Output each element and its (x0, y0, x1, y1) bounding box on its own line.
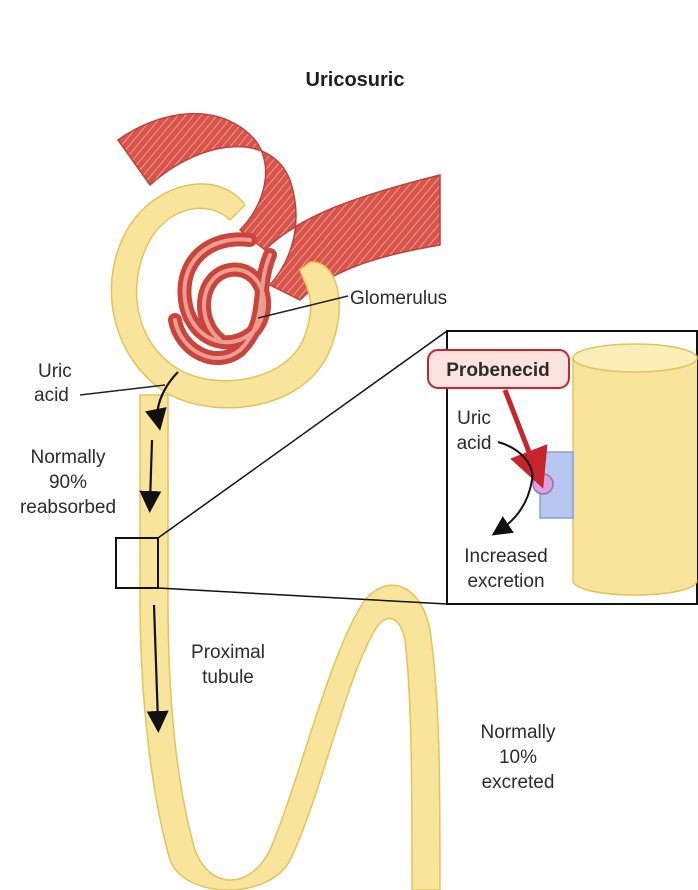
excreted-label-line1: Normally (481, 722, 556, 743)
tubule-cell-cylinder (573, 344, 697, 595)
uric-acid-molecule (533, 474, 553, 494)
reabsorbed-label-line1: Normally (31, 447, 106, 468)
inset-panel: Probenecid Uric acid Increased excretion (428, 331, 697, 604)
uric-acid-leader (80, 385, 165, 395)
proximal-tubule-label-line2: tubule (202, 667, 254, 688)
excreted-label-line3: excreted (482, 772, 555, 793)
reabsorbed-label-line2: 90% (49, 472, 87, 493)
increased-excretion-line2: excretion (467, 571, 544, 592)
uric-acid-label-line1: Uric (38, 361, 72, 382)
probenecid-label: Probenecid (446, 360, 549, 381)
reabsorbed-label-line3: reabsorbed (20, 497, 116, 518)
excreted-label-line2: 10% (499, 747, 537, 768)
glomerulus-label: Glomerulus (350, 288, 447, 309)
inset-uric-label-line1: Uric (457, 408, 491, 429)
uric-acid-label-line2: acid (34, 385, 69, 406)
proximal-tubule-label-line1: Proximal (191, 642, 265, 663)
increased-excretion-line1: Increased (464, 546, 547, 567)
diagram-title: Uricosuric (306, 69, 405, 91)
inset-uric-label-line2: acid (457, 433, 492, 454)
